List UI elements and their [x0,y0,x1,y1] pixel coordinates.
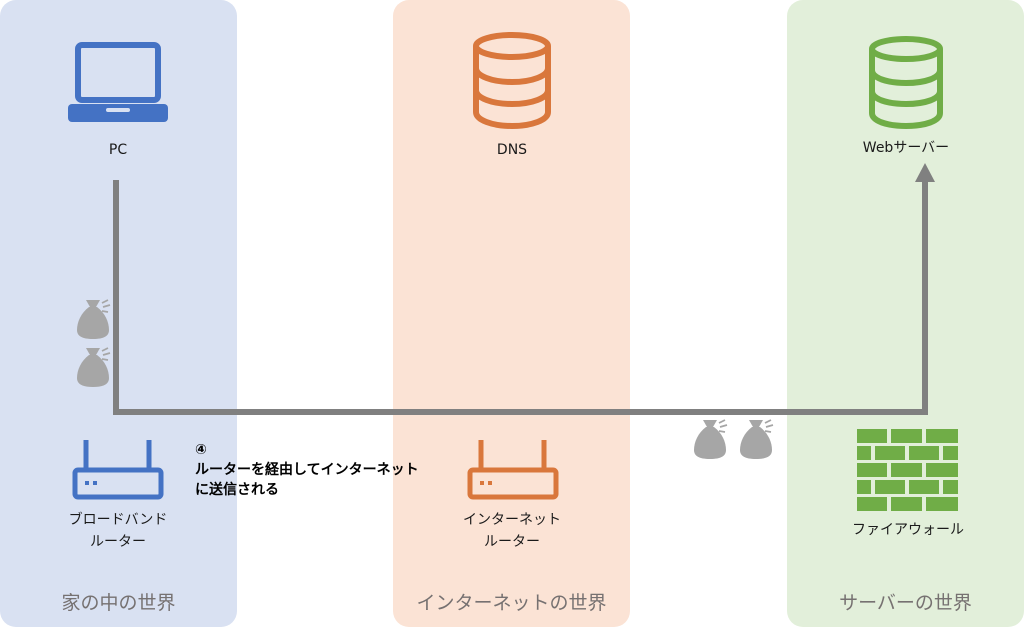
router-icon [467,440,559,500]
internet-router-label-line1: インターネット [463,512,561,528]
pc-label: PC [108,142,128,158]
broadband-router-label-line1: ブロードバンド [68,512,168,528]
money-bag-icon [694,419,728,459]
money-bag-icon [740,419,774,459]
zone-internet-title: インターネットの世界 [416,592,607,614]
money-bag-icon [77,299,111,339]
router-icon [72,440,164,500]
step-text-line2: に送信される [195,482,279,498]
zone-home-title: 家の中の世界 [61,592,176,614]
money-bag-icon [77,347,111,387]
route-line [113,180,928,415]
firewall-label: ファイアウォール [852,522,964,538]
web-server-label: Webサーバー [862,140,950,156]
brick-wall-icon [857,429,958,511]
broadband-router-label-line2: ルーター [90,534,146,550]
database-icon [869,36,943,130]
dns-label: DNS [496,142,528,158]
arrow-head-icon [915,163,935,182]
step-number: ④ [195,442,207,458]
database-icon [473,32,551,130]
laptop-icon [68,42,168,122]
internet-router-label-line2: ルーター [484,534,540,550]
step-text-line1: ルーターを経由してインターネット [195,462,419,478]
zone-server-title: サーバーの世界 [839,592,972,614]
step-annotation: ④ ルーターを経由してインターネット に送信される [195,440,419,500]
